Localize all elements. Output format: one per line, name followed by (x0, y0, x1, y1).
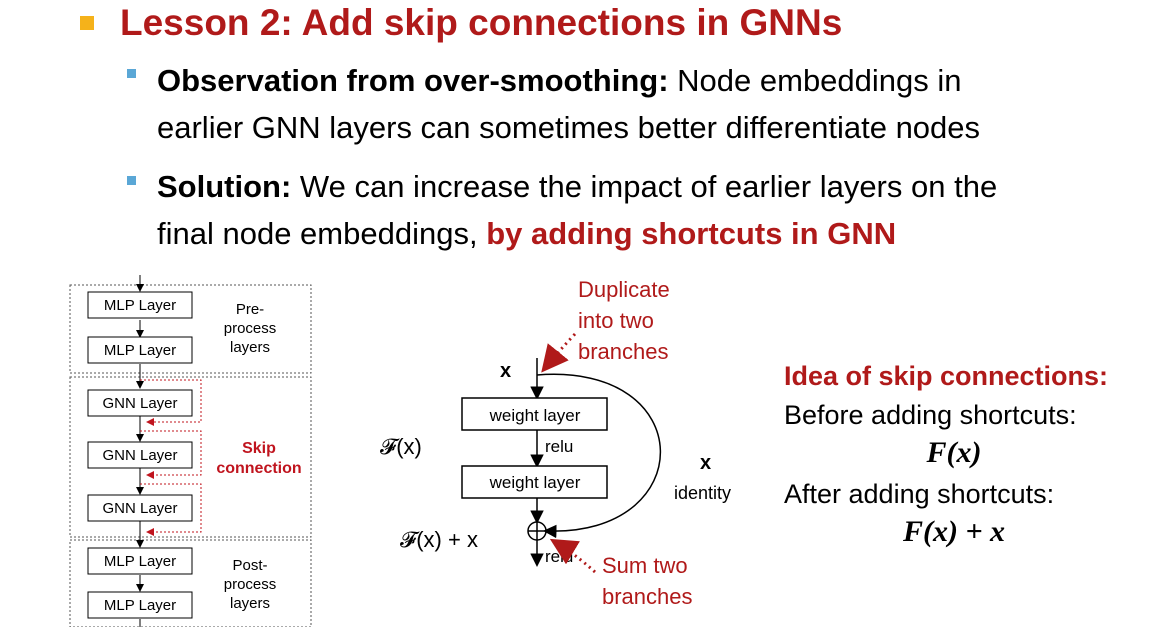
after-text: After adding shortcuts: (784, 479, 1055, 509)
sum-pointer (549, 538, 597, 574)
sum-node (527, 521, 547, 541)
bullet-highlight: by adding shortcuts in GNN (486, 216, 897, 251)
svg-text:MLP Layer: MLP Layer (104, 553, 176, 570)
weight-layer-box: weight layer (461, 397, 608, 431)
mlp-layer-box: MLP Layer (87, 291, 193, 319)
identity-branch (536, 373, 662, 539)
svg-text:MLP Layer: MLP Layer (104, 342, 176, 359)
preprocess-group (69, 284, 312, 374)
bullet-text: Node embeddings in (668, 63, 962, 98)
after-formula: F(x) + x (902, 515, 1006, 548)
svg-text:layers: layers (230, 595, 270, 612)
before-text: Before adding shortcuts: (784, 400, 1077, 430)
gnn-architecture-diagram: MLP Layer MLP Layer GNN Layer GNN Layer … (69, 275, 312, 627)
svg-text:GNN Layer: GNN Layer (102, 395, 177, 412)
skip-connection-label: Skip connection (216, 440, 301, 477)
title-bullet (80, 16, 94, 30)
identity-x-label: x (700, 452, 711, 474)
postprocess-group (69, 539, 312, 627)
svg-text:MLP Layer: MLP Layer (104, 597, 176, 614)
svg-text:into two: into two (578, 308, 654, 333)
mlp-layer-box: MLP Layer (87, 591, 193, 619)
bullet-text-line2: final node embeddings, (157, 216, 487, 251)
skip-connection-line (140, 483, 202, 536)
relu-label: relu (545, 437, 573, 456)
gnn-layer-box: GNN Layer (87, 441, 193, 469)
bullet-text-line2: earlier GNN layers can sometimes better … (157, 110, 981, 145)
relu-label: relu (545, 547, 573, 566)
svg-text:weight layer: weight layer (489, 406, 581, 425)
bullet-marker (127, 176, 136, 185)
svg-text:GNN Layer: GNN Layer (102, 447, 177, 464)
before-formula: F(x) (926, 436, 982, 469)
bullet-observation: Observation from over-smoothing: Node em… (157, 57, 980, 151)
svg-text:layers: layers (230, 339, 270, 356)
duplicate-note: Duplicate into two branches (578, 277, 670, 364)
mlp-layer-box: MLP Layer (87, 336, 193, 364)
fx-plus-x-label: 𝓕(x) + x (400, 527, 478, 552)
fx-label: 𝓕(x) (380, 434, 422, 459)
duplicate-pointer (541, 332, 577, 373)
svg-text:branches: branches (602, 584, 693, 609)
svg-text:process: process (224, 320, 277, 337)
svg-text:Sum two: Sum two (602, 553, 688, 578)
bullet-marker (127, 69, 136, 78)
skip-connection-line (140, 379, 202, 426)
svg-text:weight layer: weight layer (489, 473, 581, 492)
identity-label: identity (674, 483, 731, 503)
postprocess-label: Post- process layers (224, 557, 277, 612)
mlp-layer-box: MLP Layer (87, 547, 193, 575)
preprocess-label: Pre- process layers (224, 301, 277, 356)
bullet-solution: Solution: We can increase the impact of … (157, 163, 997, 257)
sum-note: Sum two branches (602, 553, 693, 609)
gnn-layer-box: GNN Layer (87, 494, 193, 522)
bullet-label: Solution: (157, 169, 292, 204)
svg-text:connection: connection (216, 460, 301, 477)
svg-text:Pre-: Pre- (236, 301, 264, 318)
svg-text:Post-: Post- (232, 557, 267, 574)
svg-text:process: process (224, 576, 277, 593)
slide-title: Lesson 2: Add skip connections in GNNs (120, 2, 843, 43)
svg-text:Skip: Skip (242, 440, 276, 457)
idea-heading: Idea of skip connections: (784, 361, 1109, 391)
svg-text:Duplicate: Duplicate (578, 277, 670, 302)
input-x-label: x (500, 360, 511, 382)
bullet-text: We can increase the impact of earlier la… (291, 169, 998, 204)
residual-block-diagram: Duplicate into two branches x weight lay… (380, 277, 731, 609)
svg-text:GNN Layer: GNN Layer (102, 500, 177, 517)
svg-text:branches: branches (578, 339, 669, 364)
bullet-label: Observation from over-smoothing: (157, 63, 669, 98)
gnn-layer-box: GNN Layer (87, 389, 193, 417)
gnn-group (69, 376, 312, 538)
svg-text:MLP Layer: MLP Layer (104, 297, 176, 314)
weight-layer-box: weight layer (461, 465, 608, 499)
